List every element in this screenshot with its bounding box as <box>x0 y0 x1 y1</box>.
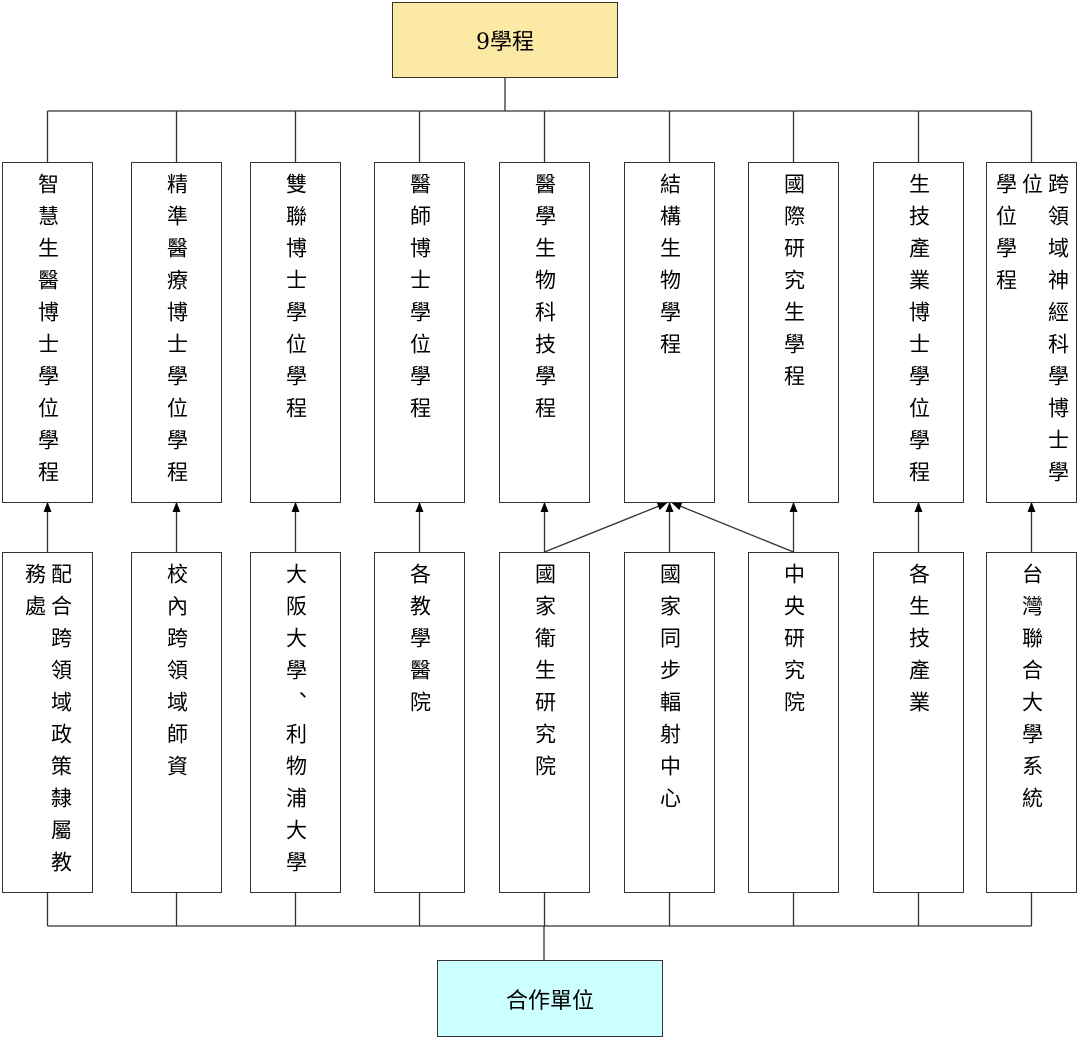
program-box: 醫學生物科技學程 <box>499 162 590 503</box>
partner-box: 台灣聯合大學系統 <box>986 552 1077 893</box>
partner-box-text: 國家衛生研究院 <box>532 563 558 892</box>
label-line: 結構生物學程 <box>657 173 682 365</box>
label-line: 校內跨領域師資 <box>164 563 189 787</box>
program-box: 雙聯博士學位學程 <box>250 162 341 503</box>
partner-box: 國家衛生研究院 <box>499 552 590 893</box>
partner-box-text: 國家同步輻射中心 <box>657 563 683 892</box>
root-label: 9學程 <box>476 30 534 55</box>
program-box: 跨領域神經科學博士學位學位學程 <box>986 162 1077 503</box>
partner-box: 各生技產業 <box>873 552 964 893</box>
partner-box-text: 配合跨領域政策隸屬教務處 <box>22 563 74 892</box>
label-line: 大阪大學、利物浦大學 <box>283 563 308 883</box>
partner-box: 國家同步輻射中心 <box>624 552 715 893</box>
program-box-text: 醫師博士學位學程 <box>407 173 433 502</box>
root-node: 9學程 <box>392 2 618 78</box>
partner-box-text: 校內跨領域師資 <box>164 563 190 892</box>
partner-box: 大阪大學、利物浦大學 <box>250 552 341 893</box>
label-line: 學位學程 <box>993 173 1018 301</box>
partner-box-text: 各教學醫院 <box>407 563 433 892</box>
program-box: 國際研究生學程 <box>748 162 839 503</box>
partner-box-text: 大阪大學、利物浦大學 <box>283 563 309 892</box>
support-arrow <box>544 502 668 553</box>
partner-box-text: 台灣聯合大學系統 <box>1019 563 1045 892</box>
partner-label: 合作單位 <box>505 988 594 1014</box>
program-box-text: 精準醫療博士學位學程 <box>164 173 190 502</box>
label-line: 中央研究院 <box>781 563 806 723</box>
label-line: 跨領域神經科學博士學位 <box>1019 173 1070 493</box>
label-line: 醫師博士學位學程 <box>407 173 432 429</box>
label-line: 生技產業博士學位學程 <box>906 173 931 493</box>
partner-box: 校內跨領域師資 <box>131 552 222 893</box>
label-line: 配合跨領域政策隸屬教務處 <box>22 563 73 883</box>
label-line: 各教學醫院 <box>407 563 432 723</box>
program-box-text: 國際研究生學程 <box>781 173 807 502</box>
partner-box: 中央研究院 <box>748 552 839 893</box>
partner-node: 合作單位 <box>437 960 663 1037</box>
program-box-text: 跨領域神經科學博士學位學位學程 <box>993 173 1071 502</box>
program-box: 生技產業博士學位學程 <box>873 162 964 503</box>
label-line: 台灣聯合大學系統 <box>1019 563 1044 819</box>
program-box-text: 智慧生醫博士學位學程 <box>35 173 61 502</box>
partner-box-text: 中央研究院 <box>781 563 807 892</box>
label-line: 精準醫療博士學位學程 <box>164 173 189 493</box>
label-line: 國家同步輻射中心 <box>657 563 682 819</box>
label-line: 雙聯博士學位學程 <box>283 173 308 429</box>
partner-box: 各教學醫院 <box>374 552 465 893</box>
partner-box-text: 各生技產業 <box>906 563 932 892</box>
program-box: 精準醫療博士學位學程 <box>131 162 222 503</box>
program-box-text: 醫學生物科技學程 <box>532 173 558 502</box>
label-line: 智慧生醫博士學位學程 <box>35 173 60 493</box>
program-box: 結構生物學程 <box>624 162 715 503</box>
partner-box: 配合跨領域政策隸屬教務處 <box>2 552 93 893</box>
program-box: 智慧生醫博士學位學程 <box>2 162 93 503</box>
program-box: 醫師博士學位學程 <box>374 162 465 503</box>
label-line: 各生技產業 <box>906 563 931 723</box>
label-line: 國際研究生學程 <box>781 173 806 397</box>
program-box-text: 結構生物學程 <box>657 173 683 502</box>
program-box-text: 雙聯博士學位學程 <box>283 173 309 502</box>
program-box-text: 生技產業博士學位學程 <box>906 173 932 502</box>
label-line: 醫學生物科技學程 <box>532 173 557 429</box>
support-arrow <box>671 502 794 553</box>
label-line: 國家衛生研究院 <box>532 563 557 787</box>
